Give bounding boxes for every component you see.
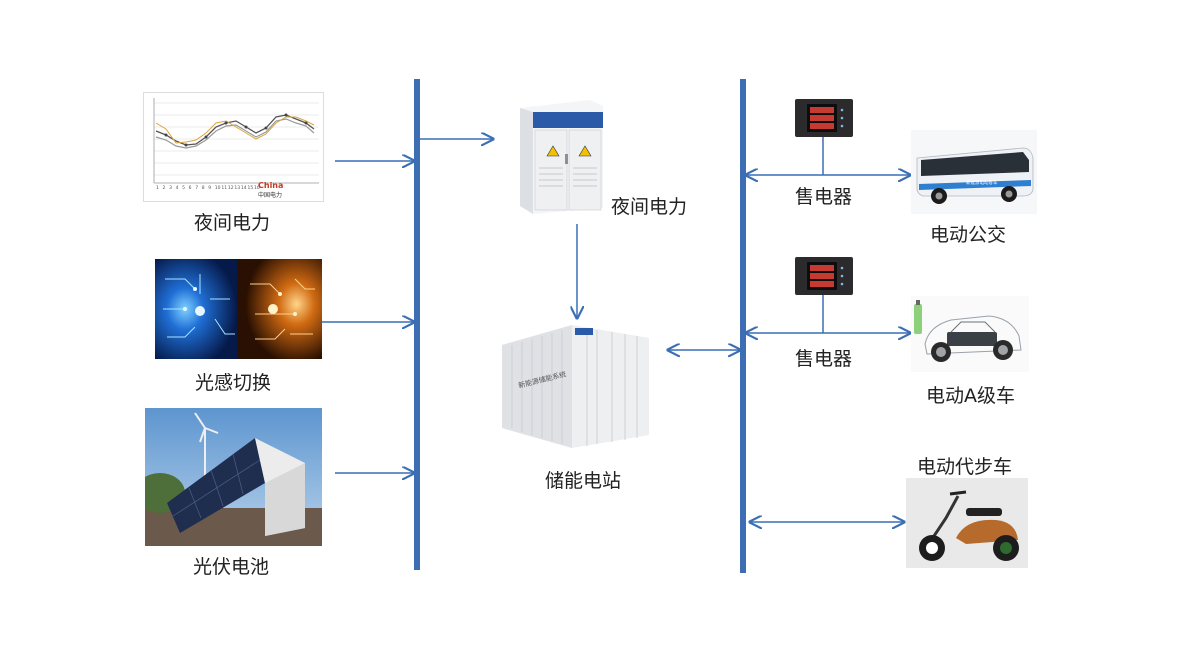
chart-tick-label: 7 <box>195 185 198 191</box>
chart-tick-label: 5 <box>182 185 185 191</box>
electric-car-label: 电动A级车 <box>926 385 1015 407</box>
storage-station-label: 储能电站 <box>545 470 622 492</box>
bus-side-text: 新能源电动客车 <box>966 179 998 186</box>
meter-1-image <box>794 98 854 138</box>
electric-car-image <box>911 296 1029 372</box>
electric-scooter-image <box>906 478 1028 568</box>
converter-label: 夜间电力 <box>611 196 688 218</box>
right-bus-bar <box>740 79 746 573</box>
meter-2-label: 售电器 <box>795 348 853 370</box>
night-power-source-label: 夜间电力 <box>194 212 271 234</box>
light-switch-label: 光感切换 <box>195 372 272 394</box>
chart-tick-label: 2 <box>163 185 166 191</box>
chart-tick-label: 8 <box>202 185 205 191</box>
light-switch-image <box>155 259 322 359</box>
chart-tick-label: 1 <box>156 185 159 191</box>
chart-tick-label: 13 <box>234 185 240 191</box>
chart-tick-label: 10 <box>215 185 221 191</box>
chart-tick-label: 14 <box>241 185 247 191</box>
pv-battery-label: 光伏电池 <box>193 556 270 578</box>
electric-scooter-label: 电动代步车 <box>917 456 1013 478</box>
chart-tick-label: 12 <box>228 185 234 191</box>
chart-tick-label: 4 <box>176 185 179 191</box>
chart-tick-label: 6 <box>189 185 192 191</box>
chart-tick-label: 3 <box>169 185 172 191</box>
meter-2-image <box>794 256 854 296</box>
storage-station-image: 新能源储能系统 <box>497 320 652 448</box>
chart-logo-sub: 中国电力 <box>258 191 282 199</box>
chart-tick-label: 11 <box>221 185 227 191</box>
left-bus-bar <box>414 79 420 570</box>
chart-logo-text: China <box>258 181 283 190</box>
pv-battery-image <box>145 408 322 546</box>
electric-bus-image: 新能源电动客车 <box>911 130 1037 214</box>
chart-tick-label: 9 <box>208 185 211 191</box>
meter-1-label: 售电器 <box>795 186 853 208</box>
electric-bus-label: 电动公交 <box>930 224 1007 246</box>
chart-tick-label: 15 <box>247 185 253 191</box>
night-power-converter-image <box>505 98 605 214</box>
chart-tick-label: 16 <box>254 185 260 191</box>
